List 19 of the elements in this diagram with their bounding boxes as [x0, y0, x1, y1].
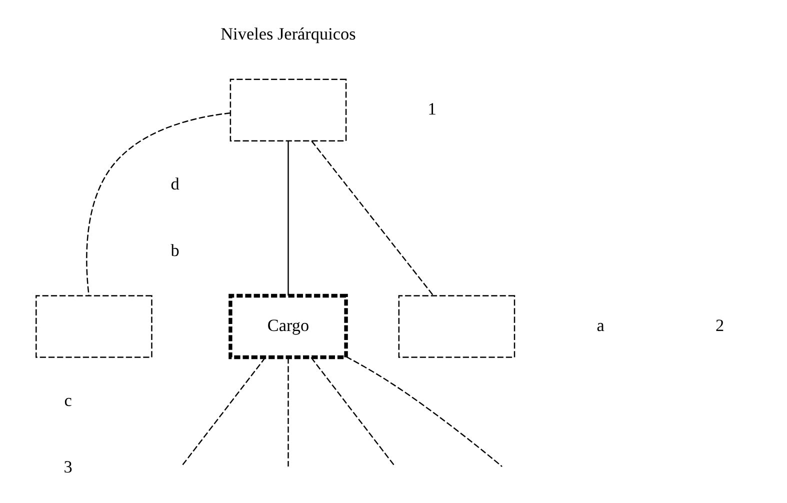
label: d [170, 174, 179, 194]
label: Niveles Jerárquicos [220, 24, 356, 44]
node-box: Cargo [228, 294, 348, 360]
node-box [398, 295, 515, 358]
connector [180, 357, 266, 467]
label: 3 [63, 457, 72, 476]
connector [287, 358, 288, 466]
node-box [35, 295, 152, 358]
connector [86, 112, 230, 296]
connector [345, 356, 502, 468]
node-box [229, 78, 346, 142]
label: a [596, 316, 604, 336]
connector [310, 140, 434, 296]
connector [310, 357, 396, 467]
label: 2 [715, 316, 724, 336]
connector [287, 141, 288, 296]
label: b [170, 241, 179, 260]
label: 1 [427, 100, 436, 119]
label: c [64, 391, 72, 410]
